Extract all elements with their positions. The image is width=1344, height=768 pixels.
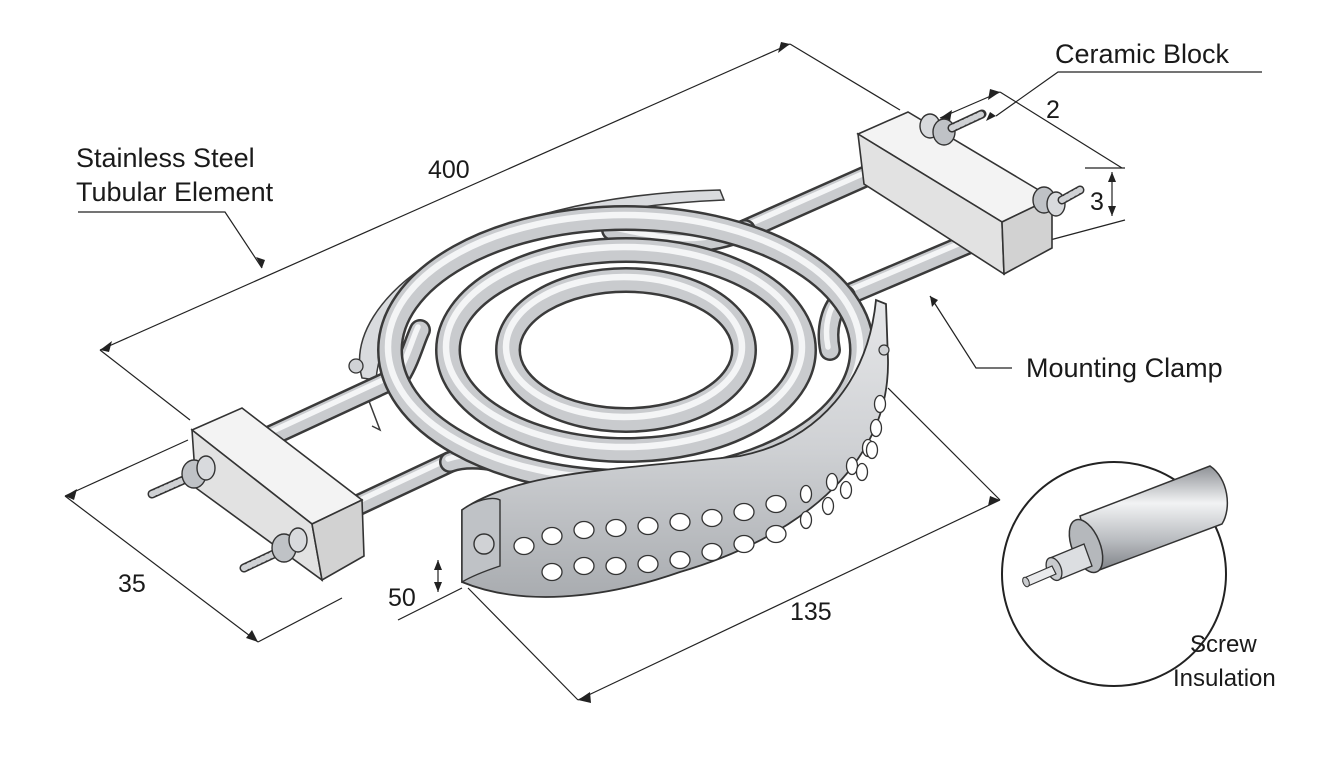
perforation-hole bbox=[865, 440, 879, 460]
perforation-hole bbox=[701, 542, 723, 562]
label-tubular-element-line2: Tubular Element bbox=[76, 177, 274, 207]
perforation-hole bbox=[799, 510, 813, 530]
dim-block-height: 3 bbox=[1090, 188, 1104, 216]
dim-clamp-length: 135 bbox=[790, 598, 832, 626]
terminal-stud-left-lower bbox=[239, 527, 308, 573]
label-screw-insulation-line1: Screw bbox=[1190, 631, 1257, 658]
dim-block-width: 35 bbox=[118, 570, 146, 598]
label-screw-insulation-line2: Insulation bbox=[1173, 665, 1276, 692]
terminal-stud-right-upper bbox=[919, 109, 987, 146]
perforation-hole bbox=[821, 496, 835, 516]
dim-clamp-height: 50 bbox=[388, 584, 416, 612]
tube-lead bbox=[734, 159, 891, 241]
label-tubular-element-line1: Stainless Steel bbox=[76, 143, 255, 173]
perforation-hole bbox=[733, 534, 755, 554]
coil-ring-3 bbox=[495, 267, 757, 433]
bolt-icon bbox=[473, 533, 495, 555]
ceramic-block-right bbox=[856, 109, 1085, 276]
perforation-hole bbox=[541, 526, 563, 546]
bolt-icon bbox=[348, 358, 364, 374]
inset-detail bbox=[1001, 461, 1229, 687]
perforation-hole bbox=[825, 472, 839, 492]
perforation-hole bbox=[669, 550, 691, 570]
terminal-stud-right-lower bbox=[1032, 185, 1085, 217]
perforation-hole bbox=[855, 462, 869, 482]
dim-length: 400 bbox=[428, 156, 470, 184]
coil-ring-1 bbox=[377, 205, 875, 495]
perforation-hole bbox=[733, 502, 755, 522]
label-ceramic-block: Ceramic Block bbox=[1055, 39, 1230, 69]
labels: Ceramic Block Stainless Steel Tubular El… bbox=[76, 39, 1276, 692]
terminal-stud-left-upper bbox=[147, 455, 216, 499]
perforation-hole bbox=[637, 554, 659, 574]
tube-lead bbox=[251, 365, 411, 451]
perforation-hole bbox=[869, 418, 883, 438]
ceramic-block-left bbox=[147, 407, 365, 582]
perforation-hole bbox=[873, 394, 887, 414]
perforation-hole bbox=[839, 480, 853, 500]
coiled-tubes bbox=[377, 205, 875, 495]
mounting-clamp-band bbox=[461, 298, 890, 598]
label-mounting-clamp: Mounting Clamp bbox=[1026, 353, 1223, 383]
perforation-hole bbox=[701, 508, 723, 528]
perforation-hole bbox=[513, 536, 535, 556]
dim-block-gap: 2 bbox=[1046, 96, 1060, 124]
perforation-hole bbox=[799, 484, 813, 504]
perforation-hole bbox=[765, 524, 787, 544]
perforation-hole bbox=[605, 518, 627, 538]
perforation-hole bbox=[765, 494, 787, 514]
dimension-lines bbox=[64, 43, 1126, 701]
perforation-hole bbox=[605, 556, 627, 576]
perforation-hole bbox=[573, 556, 595, 576]
perforation-hole bbox=[541, 562, 563, 582]
perforation-holes bbox=[513, 394, 887, 582]
perforation-hole bbox=[669, 512, 691, 532]
perforation-hole bbox=[573, 520, 595, 540]
perforation-hole bbox=[637, 516, 659, 536]
arrowheads bbox=[65, 42, 1137, 703]
coil-ring-2 bbox=[435, 237, 817, 463]
